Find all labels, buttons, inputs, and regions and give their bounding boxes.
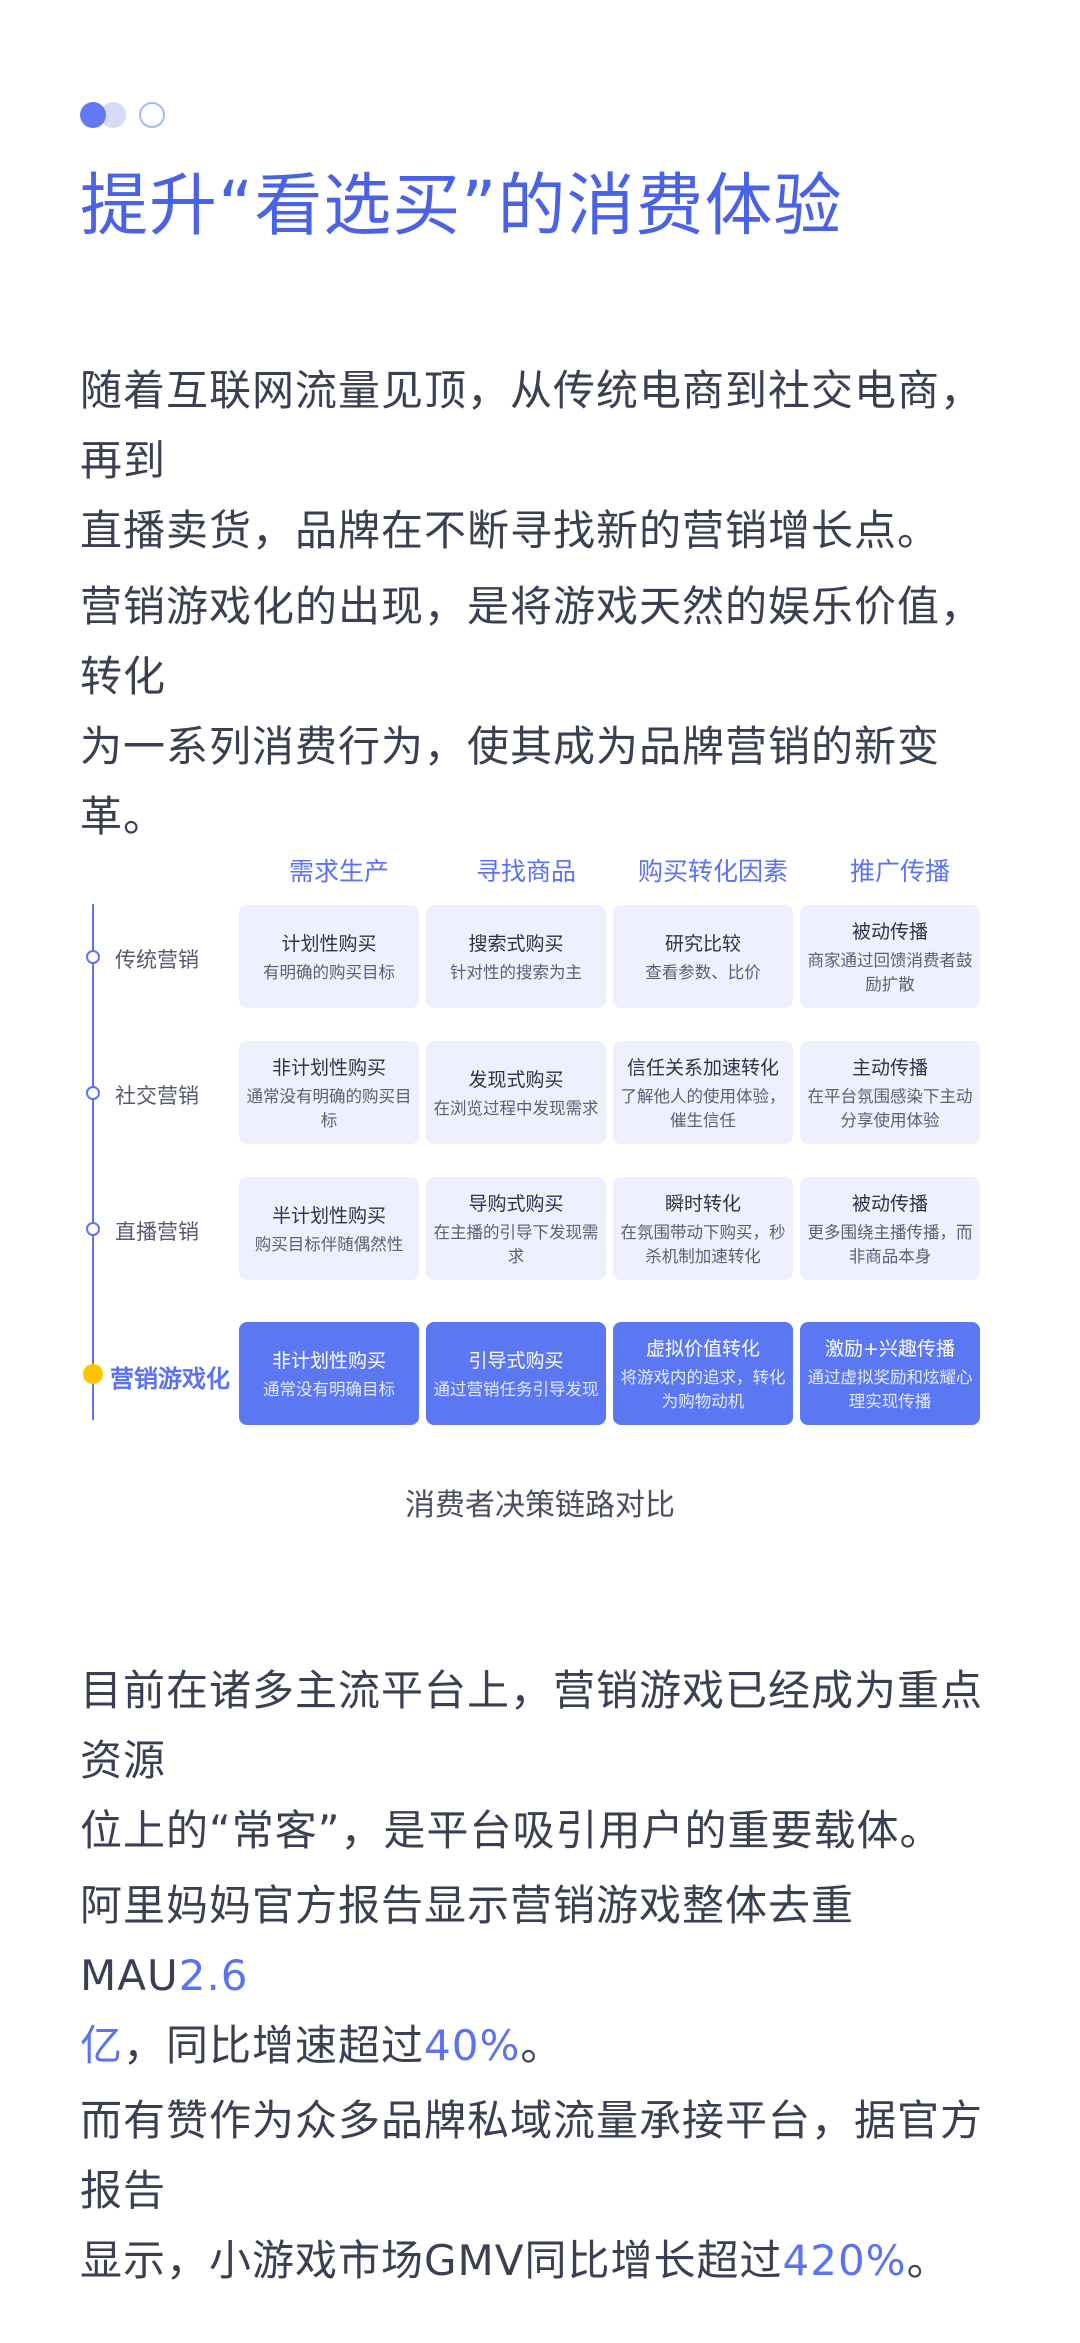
cell-description: 在主播的引导下发现需求 [433, 1222, 599, 1266]
intro-paragraph-1: 随着互联网流量见顶，从传统电商到社交电商，再到 直播卖货，品牌在不断寻找新的营销… [80, 356, 1010, 566]
timeline-node [86, 1086, 100, 1100]
column-header: 需求生产 [288, 857, 389, 886]
cell-description: 通过营销任务引导发现 [433, 1379, 599, 1399]
diagram-cell: 计划性购买有明确的购买目标 [239, 905, 419, 1008]
cell-title: 非计划性购买 [271, 1349, 386, 1372]
cell-title: 信任关系加速转化 [626, 1056, 779, 1079]
column-header: 购买转化因素 [637, 857, 788, 886]
text-line: 目前在诸多主流平台上，营销游戏已经成为重点资源 [80, 1666, 984, 1785]
column-header: 寻找商品 [475, 857, 576, 886]
body-paragraph-1: 目前在诸多主流平台上，营销游戏已经成为重点资源 位上的“常客”，是平台吸引用户的… [80, 1656, 1010, 1866]
timeline-node [86, 950, 100, 964]
indicator-dot-filled [80, 102, 106, 128]
text-line: 位上的“常客”，是平台吸引用户的重要载体。 [80, 1806, 943, 1855]
indicator-dot-outline [139, 102, 165, 128]
diagram-cell: 激励+兴趣传播通过虚拟奖励和炫耀心理实现传播 [800, 1322, 980, 1425]
text-line: 营销游戏化的出现，是将游戏天然的娱乐价值，转化 [80, 582, 984, 701]
cell-description: 了解他人的使用体验，催生信任 [620, 1086, 786, 1130]
cell-title: 主动传播 [851, 1056, 928, 1079]
cell-title: 发现式购买 [468, 1068, 564, 1091]
cell-description: 购买目标伴随偶然性 [254, 1234, 404, 1254]
cell-description: 更多围绕主播传播，而非商品本身 [807, 1222, 973, 1266]
timeline-node [83, 1364, 103, 1384]
highlight-value: 亿 [80, 2021, 124, 2070]
diagram-cell: 被动传播商家通过回馈消费者鼓励扩散 [800, 905, 980, 1008]
highlight-value: 420% [782, 2236, 907, 2285]
diagram-cell: 被动传播更多围绕主播传播，而非商品本身 [800, 1177, 980, 1280]
cell-description: 在浏览过程中发现需求 [433, 1098, 599, 1118]
row-label: 直播营销 [115, 1220, 199, 1244]
diagram-cell: 引导式购买通过营销任务引导发现 [426, 1322, 606, 1425]
row-label: 社交营销 [115, 1084, 199, 1108]
cell-title: 被动传播 [851, 920, 928, 943]
diagram-cell: 导购式购买在主播的引导下发现需求 [426, 1177, 606, 1280]
text: 。 [520, 2021, 564, 2070]
diagram-caption: 消费者决策链路对比 [405, 1488, 675, 1523]
cell-description: 通常没有明确目标 [263, 1379, 395, 1399]
cell-description: 将游戏内的追求，转化为购物动机 [620, 1367, 786, 1411]
cell-title: 计划性购买 [281, 932, 377, 955]
cell-description: 在氛围带动下购买，秒杀机制加速转化 [620, 1222, 786, 1266]
text-line: 而有赞作为众多品牌私域流量承接平台，据官方报告 [80, 2096, 984, 2215]
cell-description: 查看参数、比价 [645, 962, 761, 982]
cell-description: 有明确的购买目标 [263, 962, 395, 982]
cell-title: 半计划性购买 [271, 1204, 386, 1227]
diagram-cell: 主动传播在平台氛围感染下主动分享使用体验 [800, 1041, 980, 1144]
cell-title: 激励+兴趣传播 [825, 1337, 955, 1360]
text: 阿里妈妈官方报告显示营销游戏整体去重MAU [80, 1881, 855, 2000]
text-line: 随着互联网流量见顶，从传统电商到社交电商，再到 [80, 366, 984, 485]
cell-title: 研究比较 [664, 932, 741, 955]
diagram-cell: 搜索式购买针对性的搜索为主 [426, 905, 606, 1008]
diagram-cell: 非计划性购买通常没有明确目标 [239, 1322, 419, 1425]
cell-description: 商家通过回馈消费者鼓励扩散 [807, 950, 973, 994]
diagram-cell: 半计划性购买购买目标伴随偶然性 [239, 1177, 419, 1280]
row-label: 营销游戏化 [110, 1365, 230, 1393]
diagram-cell: 非计划性购买通常没有明确的购买目标 [239, 1041, 419, 1144]
text: ，同比增速超过 [123, 2021, 425, 2070]
cell-title: 被动传播 [851, 1192, 928, 1215]
cell-description: 通常没有明确的购买目标 [246, 1086, 412, 1130]
diagram-cell: 发现式购买在浏览过程中发现需求 [426, 1041, 606, 1144]
cell-title: 虚拟价值转化 [645, 1337, 760, 1360]
body-paragraph-3: 而有赞作为众多品牌私域流量承接平台，据官方报告 显示，小游戏市场GMV同比增长超… [80, 2086, 1010, 2296]
diagram-cell: 虚拟价值转化将游戏内的追求，转化为购物动机 [613, 1322, 793, 1425]
diagram-cell: 瞬时转化在氛围带动下购买，秒杀机制加速转化 [613, 1177, 793, 1280]
highlight-value: 40% [424, 2021, 521, 2070]
cell-title: 瞬时转化 [664, 1192, 741, 1215]
diagram-cell: 研究比较查看参数、比价 [613, 905, 793, 1008]
text-line: 为一系列消费行为，使其成为品牌营销的新变革。 [80, 722, 941, 841]
cell-description: 在平台氛围感染下主动分享使用体验 [807, 1086, 973, 1130]
column-header: 推广传播 [849, 857, 950, 886]
body-paragraph-2: 阿里妈妈官方报告显示营销游戏整体去重MAU2.6 亿，同比增速超过40%。 [80, 1871, 1010, 2081]
diagram-cell: 信任关系加速转化了解他人的使用体验，催生信任 [613, 1041, 793, 1144]
cell-title: 非计划性购买 [271, 1056, 386, 1079]
timeline-line [92, 904, 94, 1420]
row-label: 传统营销 [115, 948, 199, 972]
cell-title: 搜索式购买 [468, 932, 564, 955]
cell-description: 通过虚拟奖励和炫耀心理实现传播 [807, 1367, 973, 1411]
cell-title: 引导式购买 [468, 1349, 564, 1372]
text: 显示，小游戏市场GMV同比增长超过 [80, 2236, 783, 2285]
highlight-value: 2.6 [178, 1951, 249, 2000]
text: 。 [906, 2236, 950, 2285]
page-title: 提升“看选买”的消费体验 [80, 167, 843, 246]
text-line: 直播卖货，品牌在不断寻找新的营销增长点。 [80, 506, 941, 555]
cell-description: 针对性的搜索为主 [450, 962, 582, 982]
timeline-node [86, 1222, 100, 1236]
intro-paragraph-2: 营销游戏化的出现，是将游戏天然的娱乐价值，转化 为一系列消费行为，使其成为品牌营… [80, 572, 1010, 852]
cell-title: 导购式购买 [468, 1192, 564, 1215]
